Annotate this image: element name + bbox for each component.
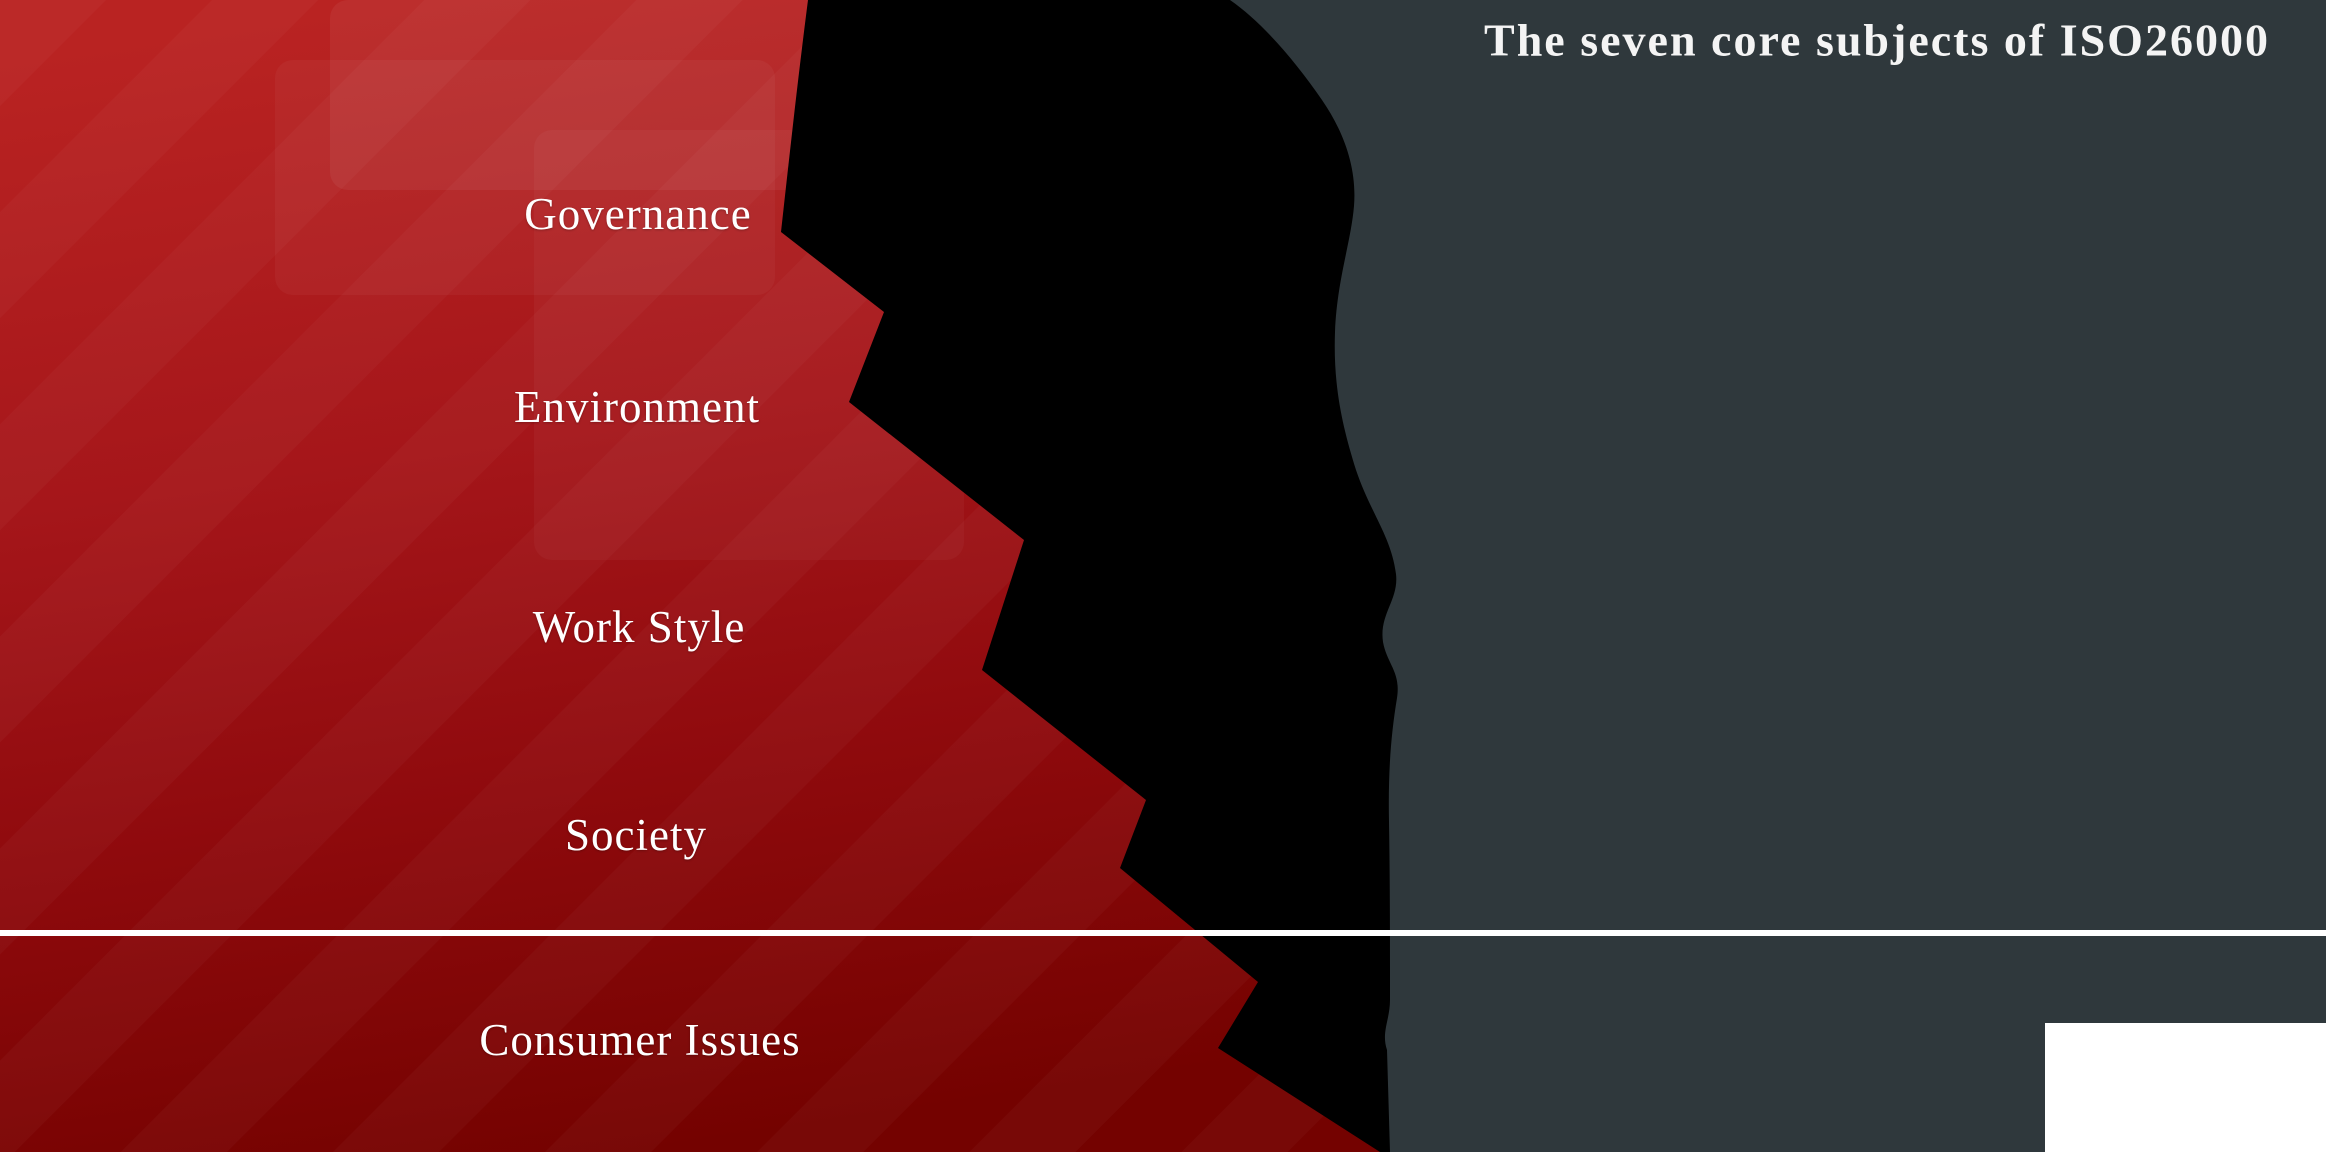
step-label-environment: Environment: [514, 382, 760, 432]
banner-title: The seven core subjects of ISO26000: [1484, 14, 2270, 66]
step-label-governance: Governance: [524, 189, 752, 239]
corner-rectangle: [2045, 1023, 2326, 1152]
divider-line: [0, 930, 2326, 936]
step-label-consumer-issues: Consumer Issues: [479, 1015, 801, 1065]
step-label-work-style: Work Style: [532, 602, 746, 652]
step-label-society: Society: [565, 810, 707, 860]
